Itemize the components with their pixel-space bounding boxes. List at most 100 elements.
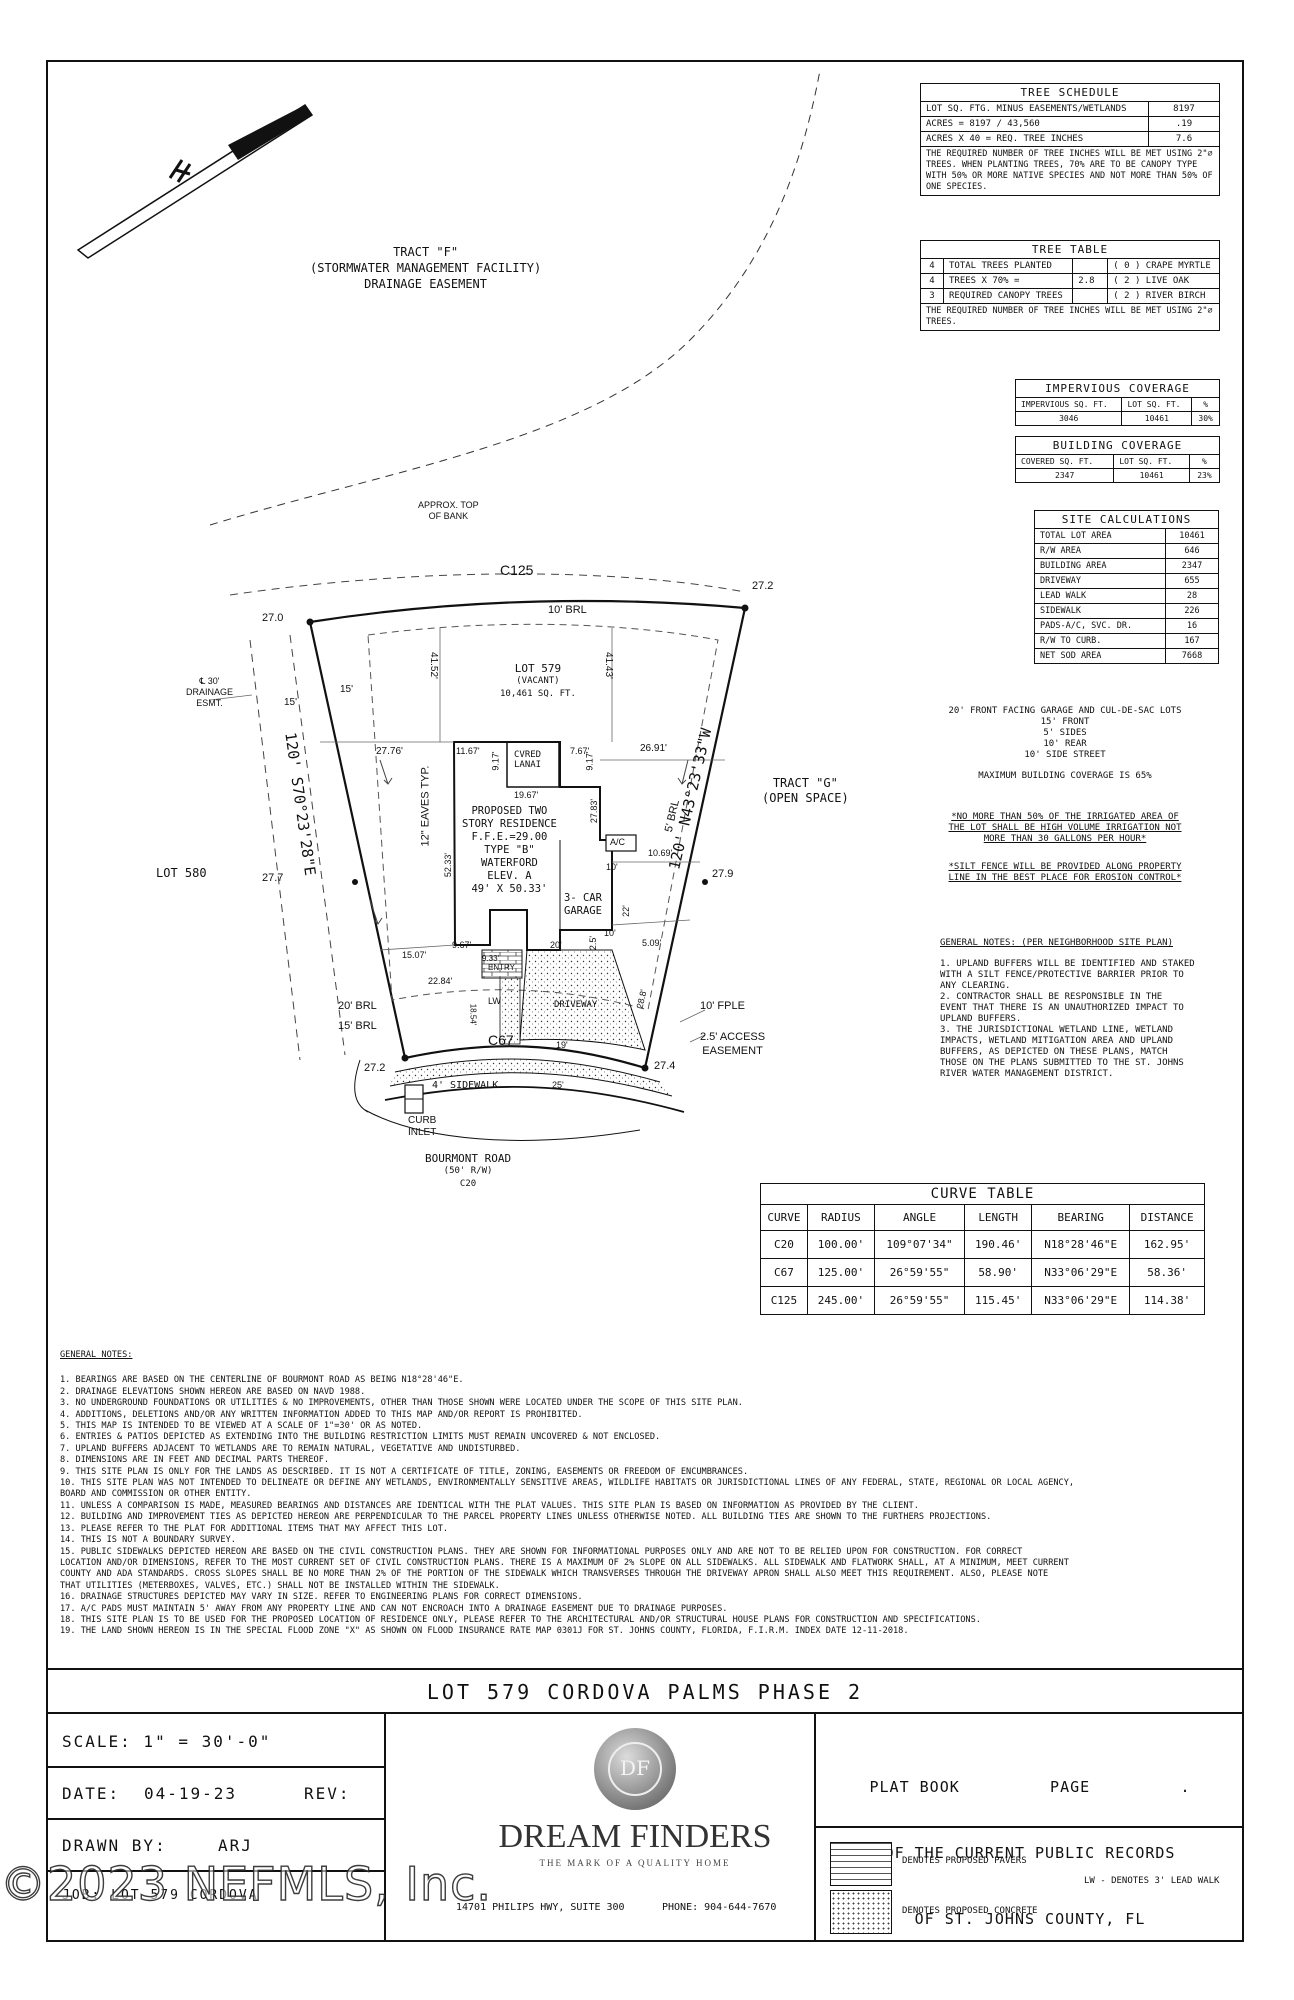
driveway-label: DRIVEWAY (554, 1000, 598, 1010)
dim-25b: 25' (552, 1080, 564, 1090)
entry-label: ENTRY (488, 963, 515, 972)
neighborhood-notes: GENERAL NOTES: (PER NEIGHBORHOOD SITE PL… (940, 938, 1195, 1079)
dim-22: 22' (620, 905, 631, 917)
eaves-label: 12" EAVES TYP. (419, 765, 432, 847)
north-arrow-icon (76, 103, 314, 259)
corner-elev-mr: 27.9 (712, 868, 734, 880)
drawn-by-label: DRAWN BY: (62, 1836, 167, 1855)
tract-f-label: TRACT "F"(STORMWATER MANAGEMENT FACILITY… (310, 245, 542, 291)
dim-19-67: 19.67' (514, 790, 539, 800)
project-title: LOT 579 CORDOVA PALMS PHASE 2 (426, 1680, 864, 1704)
irrigation-note: *NO MORE THAN 50% OF THE IRRIGATED AREA … (948, 812, 1182, 844)
title-info-column (46, 1714, 386, 1942)
dim-7-67: 7.67' (570, 746, 590, 756)
pavers-swatch-icon (830, 1842, 892, 1886)
road-label: BOURMONT ROAD (50' R/W) C20 (425, 1152, 512, 1189)
dim-20: 20' (550, 940, 562, 950)
tree-table-note: THE REQUIRED NUMBER OF TREE INCHES WILL … (920, 303, 1220, 331)
dim-9-67: 9.67' (452, 940, 472, 950)
job-label: JOB: LOT 579 CORDOVA (62, 1888, 259, 1903)
corner-elev-tl: 27.0 (262, 612, 284, 624)
date-value: 04-19-23 (144, 1784, 238, 1803)
dim-52-33: 52.33' (443, 852, 454, 878)
dim-10b: 10' (604, 928, 616, 938)
sidewalk-label: 4' SIDEWALK (432, 1080, 499, 1091)
dim-15b: 15' (340, 684, 354, 695)
brl-15-label: 15' BRL (338, 1020, 377, 1032)
dim-27-76: 27.76' (376, 746, 403, 757)
curve-table: CURVE TABLE CURVE RADIUS ANGLE LENGTH BE… (760, 1183, 1205, 1315)
general-notes: GENERAL NOTES: 1. BEARINGS ARE BASED ON … (60, 1350, 1075, 1637)
company-name: DREAM FINDERS (498, 1818, 772, 1855)
tree-schedule-note: THE REQUIRED NUMBER OF TREE INCHES WILL … (920, 146, 1220, 196)
corner-elev-tr: 27.2 (752, 580, 774, 592)
tract-g-label: TRACT "G"(OPEN SPACE) (762, 776, 849, 805)
rear-brl-label: 10' BRL (548, 604, 587, 616)
dim-19: 19' (556, 1040, 568, 1050)
fple-label: 10' FPLE (700, 1000, 745, 1012)
dim-22-84: 22.84' (428, 976, 453, 986)
dim-10-69: 10.69' (648, 848, 673, 858)
corner-elev-bl: 27.2 (364, 1062, 386, 1074)
lw-label: LW (488, 996, 501, 1006)
dim-41-43: 41.43' (602, 652, 614, 679)
company-phone: PHONE: 904-644-7670 (662, 1902, 777, 1913)
dim-15a: 15' (284, 697, 298, 708)
company-tagline: THE MARK OF A QUALITY HOME (539, 1858, 731, 1868)
tree-table: TREE TABLE 4 TOTAL TREES PLANTED ( 0 ) C… (920, 240, 1220, 331)
dim-2-5: 2.5' (588, 935, 599, 951)
drawn-by-value: ARJ (218, 1836, 253, 1855)
project-title-bar: LOT 579 CORDOVA PALMS PHASE 2 (46, 1668, 1244, 1714)
dim-11-67: 11.67' (456, 746, 480, 756)
legend-concrete: DENOTES PROPOSED CONCRETE (902, 1906, 1038, 1916)
brl-20-label: 20' BRL (338, 1000, 377, 1012)
dim-27-83: 27.83' (589, 798, 600, 824)
building-coverage-table: BUILDING COVERAGE COVERED SQ. FT.LOT SQ.… (1014, 436, 1221, 483)
legend-lead-walk: LW - DENOTES 3' LEAD WALK (1084, 1876, 1220, 1886)
tree-table-title: TREE TABLE (920, 240, 1220, 259)
dim-9-33: 9.33' (482, 954, 500, 963)
company-address: 14701 PHILIPS HWY, SUITE 300 (456, 1902, 625, 1913)
rev-label: REV: (304, 1784, 351, 1803)
dim-41-52: 41.52' (427, 652, 439, 679)
top-of-bank-line (209, 69, 821, 526)
date-label: DATE: (62, 1784, 121, 1803)
setback-notes: 20' FRONT FACING GARAGE AND CUL-DE-SAC L… (900, 706, 1230, 782)
max-coverage-note: MAXIMUM BUILDING COVERAGE IS 65% (978, 771, 1152, 781)
plat-book-box (816, 1714, 1244, 1828)
dim-15-07: 15.07' (402, 950, 427, 960)
curve-c67-label: C67 (488, 1032, 514, 1048)
site-plan-drawing (76, 69, 821, 1141)
dim-9-17a: 9.17' (490, 751, 501, 771)
dim-9-17b: 9.17' (584, 751, 595, 771)
curve-c125-label: C125 (500, 562, 534, 578)
mls-watermark: ©2023 NEFMLS, Inc. (0, 1856, 493, 1911)
dim-26-91: 26.91' (640, 743, 667, 754)
dim-18-54: 18.54' (468, 1003, 478, 1026)
silt-fence-note: *SILT FENCE WILL BE PROVIDED ALONG PROPE… (948, 862, 1182, 883)
concrete-swatch-icon (830, 1890, 892, 1934)
impervious-coverage-table: IMPERVIOUS COVERAGE IMPERVIOUS SQ. FT.LO… (1014, 379, 1220, 426)
legend-pavers: DENOTES PROPOSED PAVERS (902, 1856, 1027, 1866)
corner-elev-br: 27.4 (654, 1060, 676, 1072)
ac-pad-label: A/C (610, 837, 626, 847)
lot-580-label: LOT 580 (156, 866, 207, 880)
dream-finders-logo-icon: DF (594, 1728, 676, 1810)
curve-table-title: CURVE TABLE (760, 1183, 1205, 1205)
tree-schedule-table: TREE SCHEDULE LOT SQ. FTG. MINUS EASEMEN… (920, 83, 1220, 196)
tree-schedule-title: TREE SCHEDULE (920, 83, 1220, 102)
lot-info-label: LOT 579 (VACANT) 10,461 SQ. FT. (500, 662, 576, 699)
dim-5-09: 5.09' (642, 938, 662, 948)
scale-label: SCALE: 1" = 30'-0" (62, 1732, 272, 1751)
corner-elev-ml: 27.7 (262, 872, 284, 884)
driveway-area (519, 949, 646, 1051)
dim-10a: 10' (606, 862, 618, 872)
